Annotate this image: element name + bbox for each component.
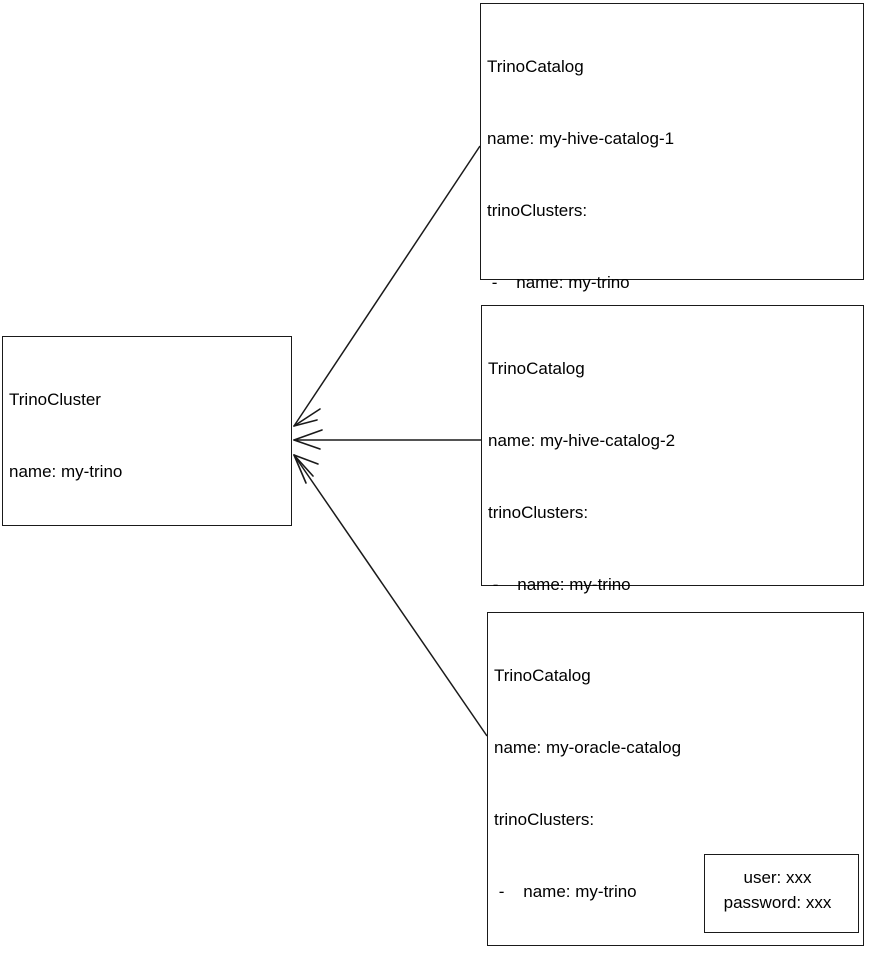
node-line: TrinoCatalog bbox=[487, 57, 584, 76]
node-trino-catalog-my-oracle-catalog[interactable]: TrinoCatalog name: my-oracle-catalog tri… bbox=[487, 612, 864, 946]
node-line: TrinoCatalog bbox=[494, 666, 591, 685]
node-line: trinoClusters: bbox=[494, 810, 595, 829]
node-line: TrinoCluster bbox=[9, 390, 101, 409]
node-line: password: xxx bbox=[723, 893, 832, 912]
node-line: name: my-trino bbox=[9, 462, 123, 481]
node-line: name: my-hive-catalog-1 bbox=[487, 129, 675, 148]
node-oracle-credentials-secret-text: user: xxx password: xxx bbox=[705, 865, 850, 915]
node-trino-catalog-my-hive-catalog-1[interactable]: TrinoCatalog name: my-hive-catalog-1 tri… bbox=[480, 3, 864, 652]
node-trino-catalog-my-hive-catalog-2[interactable]: TrinoCatalog name: my-hive-catalog-2 tri… bbox=[481, 305, 864, 882]
edge-oracle-catalog-to-cluster bbox=[293, 454, 488, 737]
node-line: trinoClusters: bbox=[487, 201, 588, 220]
node-line: - name: my-trino bbox=[488, 575, 631, 594]
edge-hive-catalog-2-to-cluster bbox=[293, 429, 481, 450]
node-line: TrinoCatalog bbox=[488, 359, 585, 378]
node-line: - name: my-trino bbox=[487, 273, 630, 292]
node-oracle-credentials-secret[interactable]: user: xxx password: xxx bbox=[704, 854, 859, 933]
node-line: name: my-hive-catalog-2 bbox=[488, 431, 676, 450]
node-trino-cluster[interactable]: TrinoCluster name: my-trino bbox=[2, 336, 292, 526]
node-line: name: my-oracle-catalog bbox=[494, 738, 682, 757]
node-trino-catalog-3-text: TrinoCatalog name: my-oracle-catalog tri… bbox=[494, 616, 859, 954]
node-line: - name: my-trino bbox=[494, 882, 637, 901]
edge-hive-catalog-1-to-cluster bbox=[293, 145, 481, 427]
node-line: trinoClusters: bbox=[488, 503, 589, 522]
node-line: user: xxx bbox=[743, 868, 812, 887]
node-trino-cluster-text: TrinoCluster name: my-trino bbox=[9, 340, 287, 532]
